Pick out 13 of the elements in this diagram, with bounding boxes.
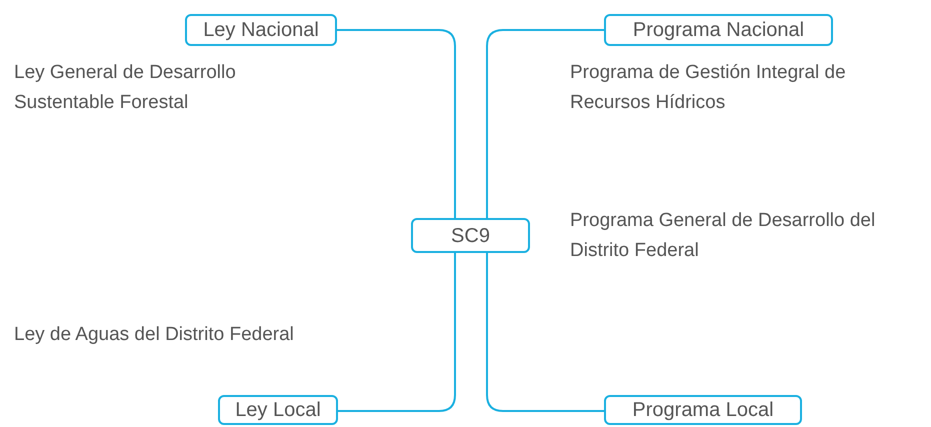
description-text: Programa General de Desarrollo del Distrito Federal <box>570 209 876 263</box>
label-box: SC9 <box>411 218 530 253</box>
description-text: Ley de Aguas del Distrito Federal <box>14 323 295 347</box>
label-box: Programa Local <box>604 395 802 425</box>
label-box: Programa Nacional <box>604 14 833 46</box>
description-text: Programa de Gestión Integral de Recursos Hídricos <box>570 61 847 115</box>
connector-line <box>338 253 456 412</box>
connector-line <box>486 29 604 218</box>
label-box: Ley Local <box>218 395 338 425</box>
connector-line <box>337 29 456 218</box>
label-box: Ley Nacional <box>185 14 337 46</box>
description-text: Ley General de Desarrollo Sustentable Forestal <box>14 61 237 115</box>
connector-line <box>486 253 604 412</box>
